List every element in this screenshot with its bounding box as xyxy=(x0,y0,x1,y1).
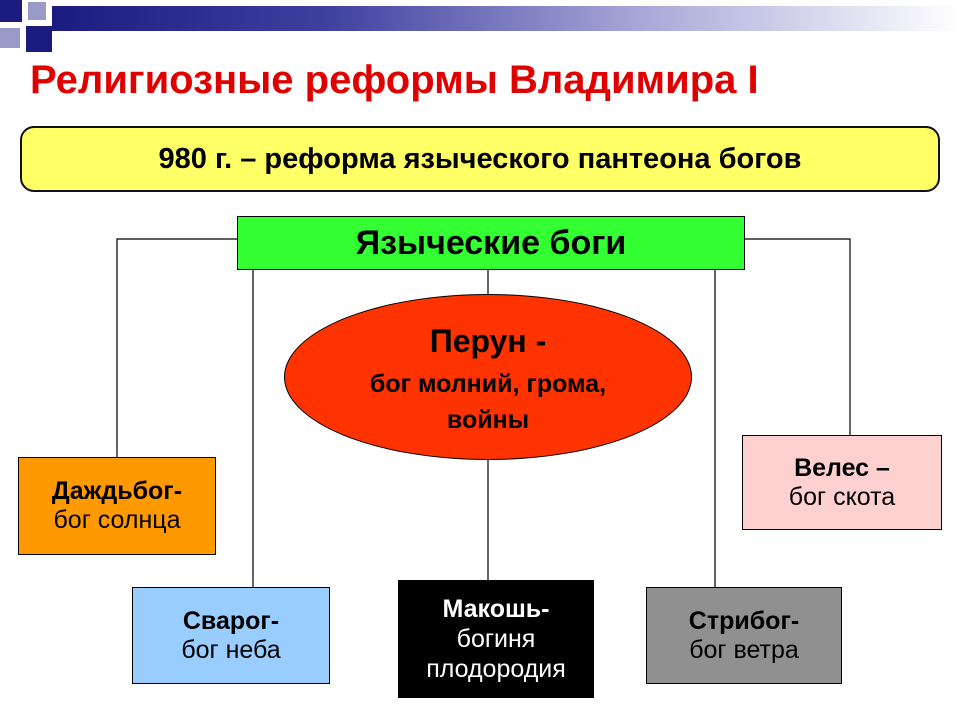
svarog-box: Сварог- бог неба xyxy=(132,587,330,684)
pagan-gods-header: Языческие боги xyxy=(237,216,745,270)
decorative-top-bar xyxy=(52,6,960,31)
stribog-name: Стрибог- xyxy=(688,606,800,635)
makosh-name: Макошь- xyxy=(442,595,550,623)
veles-box: Велес – бог скота xyxy=(742,435,942,530)
svarog-name: Сварог- xyxy=(182,606,280,635)
page-title: Религиозные реформы Владимира I xyxy=(30,58,759,102)
perun-name: Перун - xyxy=(429,323,547,359)
connector-dazhdbog xyxy=(116,238,237,457)
makosh-desc-line1: богиня xyxy=(456,625,536,653)
perun-desc-line1: бог молний, грома, xyxy=(369,370,607,398)
dazhdbog-name: Даждьбог- xyxy=(51,477,183,505)
stribog-box: Стрибог- бог ветра xyxy=(646,587,842,684)
makosh-desc-line2: плодородия xyxy=(426,655,566,683)
dazhdbog-desc: бог солнца xyxy=(53,506,181,534)
stribog-desc: бог ветра xyxy=(689,635,799,664)
veles-name: Велес – xyxy=(794,453,890,482)
perun-ellipse: Перун - бог молний, грома, войны xyxy=(284,294,692,460)
connector-veles xyxy=(745,238,851,435)
svarog-desc: бог неба xyxy=(181,635,281,664)
reform-banner: 980 г. – реформа языческого пантеона бог… xyxy=(20,126,940,192)
veles-desc: бог скота xyxy=(788,482,896,511)
dazhdbog-box: Даждьбог- бог солнца xyxy=(18,457,216,555)
makosh-box: Макошь- богиня плодородия xyxy=(398,580,594,698)
perun-desc-line2: войны xyxy=(446,406,530,434)
